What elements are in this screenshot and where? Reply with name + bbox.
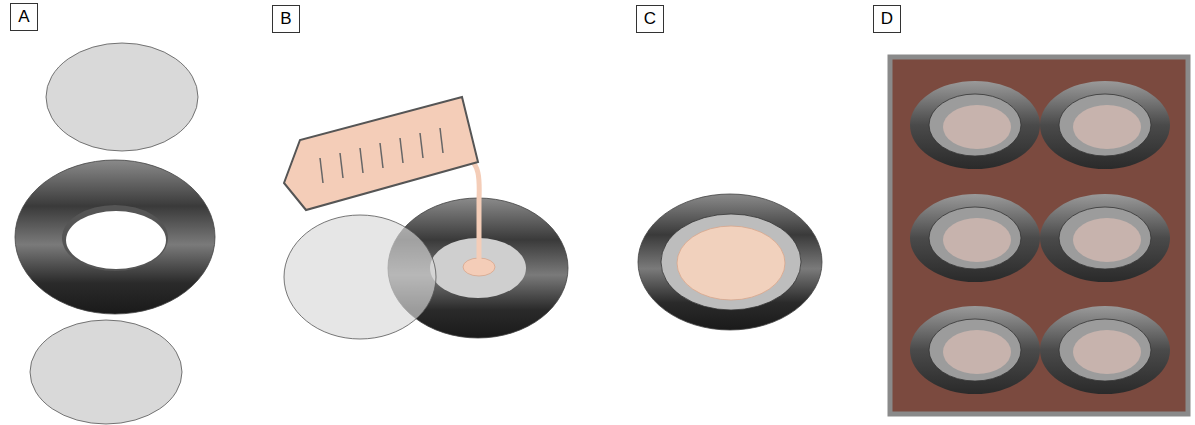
panel-a-art [15, 43, 215, 424]
panel-label-box: C [636, 5, 664, 33]
panel-letter: B [280, 9, 291, 29]
panel-b-art [284, 97, 568, 339]
panel-letter: C [644, 9, 656, 29]
panel-letter: A [18, 7, 29, 27]
panel-d-art [890, 57, 1188, 414]
panel-label-box: A [10, 3, 38, 31]
panel-label-box: B [272, 5, 300, 33]
panel-label-box: D [873, 5, 901, 33]
panel-letter: D [881, 9, 893, 29]
panel-c-art [638, 194, 822, 330]
